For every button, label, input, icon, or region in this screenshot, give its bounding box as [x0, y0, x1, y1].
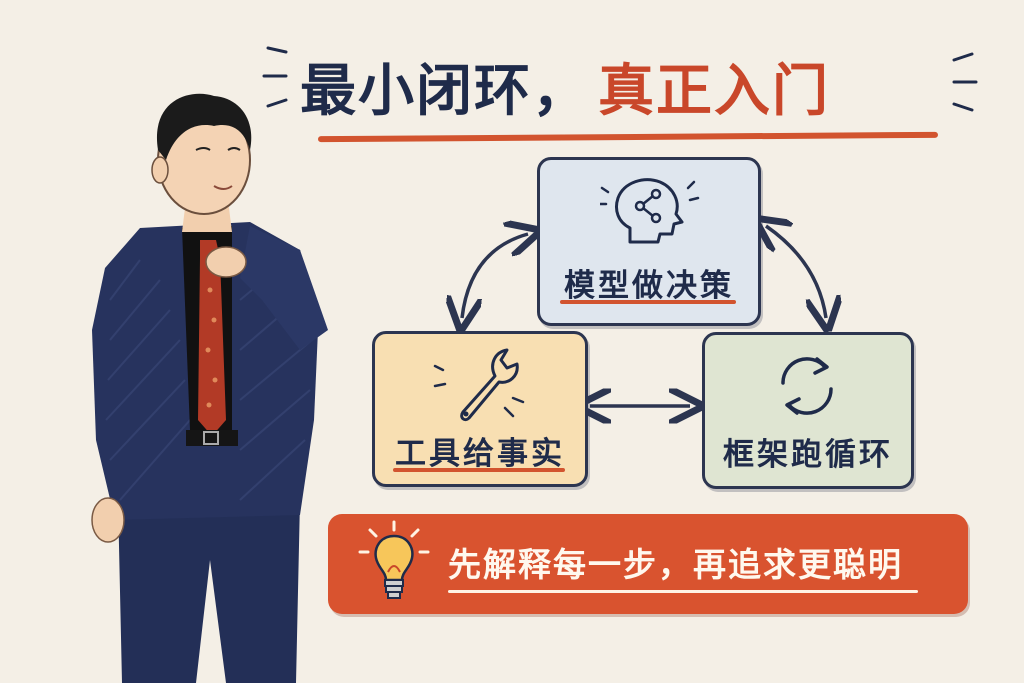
tip-banner: 先解释每一步，再追求更聪明 [328, 514, 968, 614]
node-frame-label: 框架跑循环 [723, 437, 893, 473]
title-spark-right-icon [952, 52, 978, 112]
businessman-illustration [91, 93, 328, 683]
lightbulb-icon [358, 520, 430, 599]
tip-underline [448, 590, 918, 593]
node-framework-loop: 框架跑循环 [702, 332, 914, 489]
page-title: 最小闭环， 真正入门 [300, 50, 940, 124]
node-tool-underline [393, 468, 565, 472]
node-tool-label: 工具给事实 [395, 436, 565, 472]
title-main: 最小闭环， [300, 58, 590, 124]
node-model-decision: 模型做决策 [537, 157, 761, 326]
node-model-underline [560, 300, 736, 304]
refresh-cycle-icon [781, 357, 833, 415]
node-tool-facts: 工具给事实 [372, 331, 588, 487]
title-highlight: 真正入门 [598, 58, 830, 124]
brain-network-icon [600, 178, 700, 244]
node-model-label: 模型做决策 [564, 268, 734, 304]
arrow-model-frame [766, 226, 826, 318]
arrow-model-tool [462, 234, 528, 318]
title-spark-left-icon [262, 46, 288, 108]
wrench-icon [433, 348, 525, 422]
tip-text: 先解释每一步，再追求更聪明 [448, 545, 903, 584]
